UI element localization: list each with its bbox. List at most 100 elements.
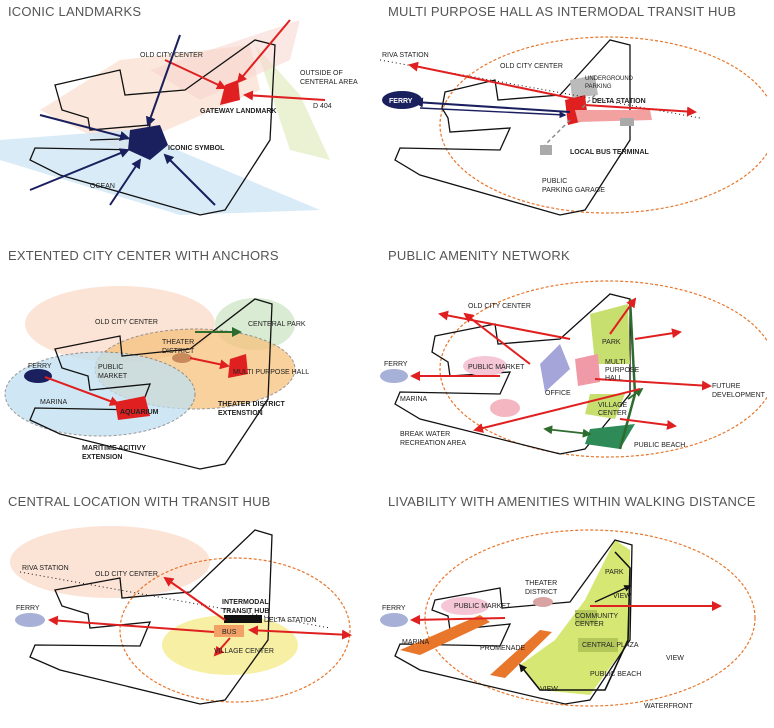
- view-arrow-park: [594, 585, 632, 603]
- aquarium-shape: [115, 396, 150, 420]
- label-view-c: VIEW: [540, 686, 558, 693]
- transit-hub-block: [224, 615, 262, 623]
- label-multi-1: MULTI: [605, 359, 626, 366]
- label-public-market: PUBLIC MARKET: [468, 364, 525, 371]
- label-public-1: PUBLIC: [98, 364, 123, 371]
- arrow-nw: [463, 312, 531, 365]
- label-theater-1: THEATER: [162, 339, 194, 346]
- catchment-ellipse: [439, 36, 767, 214]
- public-market-zone: [463, 356, 507, 376]
- catchment-ellipse: [439, 280, 767, 458]
- arrow-park-n: [609, 297, 637, 335]
- walking-loop: [519, 551, 631, 691]
- label-multi-purpose-hall: MULTI PURPOSE HALL: [233, 369, 309, 376]
- label-public-market: PUBLIC MARKET: [454, 603, 511, 610]
- label-village-center: VILLAGE CENTER: [214, 648, 274, 655]
- ferry-marker: [24, 369, 52, 383]
- label-maritime-1: MARITIME ACITIVY: [82, 445, 146, 452]
- label-old-city-center: OLD CITY CENTER: [95, 319, 158, 326]
- arrow-ferry: [413, 97, 571, 113]
- label-outside-2: CENTERAL AREA: [300, 79, 358, 86]
- arrow-east: [248, 625, 352, 640]
- arrow-old-city: [163, 576, 226, 621]
- label-ferry: FERRY: [382, 605, 406, 612]
- label-bus: BUS: [222, 629, 237, 636]
- arrow-future: [594, 378, 712, 391]
- bus-terminal: [214, 625, 244, 637]
- label-theater-ext-2: EXTENSTION: [218, 410, 263, 417]
- label-future-2: DEVELOPMENT: [712, 392, 766, 399]
- multi-purpose-hall-shape: [228, 354, 248, 378]
- label-old-city-center: OLD CITY CENTER: [500, 63, 563, 70]
- label-aquarium: AQUARIUM: [120, 409, 159, 416]
- label-marina: MARINA: [400, 396, 428, 403]
- green-link-2: [627, 387, 644, 400]
- arrow-hall: [189, 357, 230, 370]
- label-public-1: PUBLIC: [542, 178, 567, 185]
- site-outline: [394, 39, 631, 216]
- label-promenade: PROMENADE: [480, 645, 525, 652]
- label-view-a: VIEW: [613, 593, 631, 600]
- arrow-breakwater: [473, 388, 641, 433]
- arrow-ferry-in: [419, 107, 567, 119]
- community-center: [575, 610, 597, 624]
- label-d404: D 404: [313, 103, 332, 110]
- label-riva-station: RIVA STATION: [382, 52, 429, 59]
- promenade-path: [400, 615, 552, 678]
- label-intermodal-2: TRANSIT HUB: [222, 608, 269, 615]
- label-marina: MARINA: [402, 639, 430, 646]
- arrow-navy-4: [109, 158, 142, 206]
- arrow-navy-2: [39, 114, 130, 141]
- label-park: PARK: [605, 569, 624, 576]
- label-maritime-2: EXTENSION: [82, 454, 122, 461]
- label-public-beach: PUBLIC BEACH: [590, 671, 641, 678]
- arrow-north: [236, 19, 291, 84]
- label-office: OFFICE: [545, 390, 571, 397]
- label-village-1: VILLAGE: [598, 402, 628, 409]
- label-ferry: FERRY: [28, 363, 52, 370]
- village-center-zone: [162, 615, 298, 675]
- theater-marker: [172, 353, 192, 363]
- label-ferry: FERRY: [389, 98, 413, 105]
- label-public-beach: PUBLIC BEACH: [634, 442, 685, 449]
- iconic-symbol-shape: [128, 125, 168, 160]
- ferry-marker: [380, 369, 408, 383]
- public-market-zone: [441, 597, 489, 615]
- arrow-navy-3: [29, 148, 130, 191]
- label-breakwater-2: RECREATION AREA: [400, 440, 466, 447]
- label-multi-2: PURPOSE: [605, 367, 640, 374]
- arrow-beach: [619, 418, 677, 430]
- label-iconic-symbol: ICONIC SYMBOL: [168, 145, 225, 152]
- arrow-delta-east: [584, 104, 697, 117]
- label-outside-1: OUTSIDE OF: [300, 70, 343, 77]
- label-central-park: CENTERAL PARK: [248, 321, 306, 328]
- label-underground-2: PARKING: [585, 84, 612, 90]
- central-plaza: [578, 638, 618, 652]
- arrow-ferry: [48, 615, 215, 633]
- arrow-park-e: [634, 328, 682, 340]
- panel-transit-hub: MULTI PURPOSE HALL AS INTERMODAL TRANSIT…: [380, 0, 767, 238]
- label-theater-ext-1: THEATER DISTRICT: [218, 401, 285, 408]
- label-central-plaza: CENTRAL PLAZA: [582, 642, 639, 649]
- site-outline: [394, 539, 633, 705]
- label-underground-1: UNDERGROUND: [585, 76, 634, 82]
- label-old-city-center: OLD CITY CENTER: [468, 303, 531, 310]
- label-breakwater-1: BREAK WATER: [400, 431, 450, 438]
- label-waterfront: WATERFRONT: [644, 703, 693, 710]
- panel-title: EXTENTED CITY CENTER WITH ANCHORS: [8, 248, 279, 263]
- panel-extended-city-center: EXTENTED CITY CENTER WITH ANCHORS OLD CI…: [0, 244, 387, 482]
- label-delta-station: DELTA STATION: [592, 98, 646, 105]
- panel-livability: LIVABILITY WITH AMENITIES WITHIN WALKING…: [380, 490, 767, 728]
- arrow-east: [243, 90, 326, 101]
- label-future-1: FUTURE: [712, 383, 741, 390]
- ferry-badge: [382, 91, 422, 109]
- arrow-old-city: [438, 310, 571, 340]
- arrow-navy-1: [145, 34, 181, 127]
- rail-line: [19, 571, 331, 629]
- parking-block-2: [620, 118, 634, 126]
- panel-iconic-landmarks: ICONIC LANDMARKS OLD CITY CENTER OUTSIDE…: [0, 0, 387, 238]
- arrow-navy-5: [163, 153, 216, 206]
- arrow-riva: [408, 61, 581, 101]
- label-old-city-center: OLD CITY CENTER: [140, 52, 203, 59]
- label-old-city-center: OLD CITY CENTER: [95, 571, 158, 578]
